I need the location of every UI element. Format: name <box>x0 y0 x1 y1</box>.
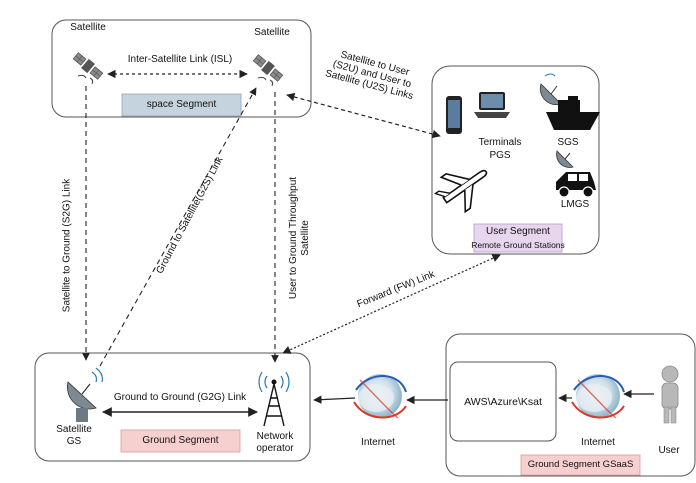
lmgs-label: LMGS <box>560 199 590 210</box>
gsaas-segment-label: Ground Segment GSaaS <box>527 459 634 470</box>
space-segment-label: space Segment <box>146 99 217 110</box>
space-segment-box <box>51 19 312 118</box>
vehicle-icon <box>556 172 596 198</box>
user-segment-label: User Segment <box>486 226 550 237</box>
ship-icon <box>546 96 600 130</box>
space-segment-pill <box>121 93 242 117</box>
satellite-gs-label: Satellite GS <box>56 424 92 448</box>
g2g-label: Ground to Ground (G2G) Link <box>113 392 247 403</box>
cloud-provider-box <box>449 361 557 442</box>
s2g-label: Satellite to Ground (S2G) Link <box>61 178 73 313</box>
gsaas-segment-pill <box>520 454 641 476</box>
throughput-line-1: User to Ground Throughput <box>288 176 299 300</box>
internet-label-right: Internet <box>581 437 615 448</box>
network-operator-label: Network operator <box>256 431 293 455</box>
tower-icon <box>258 371 290 427</box>
airplane-icon <box>433 169 488 214</box>
user-person-icon <box>661 365 679 424</box>
operator-line-2: operator <box>256 443 294 454</box>
dish-icon <box>67 367 103 422</box>
laptop-icon <box>474 92 510 118</box>
phone-icon <box>446 96 462 134</box>
s2u-link <box>286 92 441 139</box>
user-segment-pill <box>473 223 563 253</box>
internet-label-left: Internet <box>361 437 395 448</box>
cloud-provider-label: AWS\Azure\Ksat <box>464 396 542 408</box>
throughput-line-2: Satellite <box>300 220 311 256</box>
globe-icon <box>353 373 407 419</box>
gs-line-2: GS <box>66 436 82 447</box>
throughput-label: User to Ground Throughput Satellite <box>288 163 312 313</box>
isl-label: Inter-Satellite Link (ISL) <box>127 54 233 65</box>
pgs-label: PGS <box>489 150 511 161</box>
user-label: User <box>658 445 680 456</box>
satellite-left-label: Satellite <box>70 22 106 33</box>
sgs-label: SGS <box>557 137 579 148</box>
ground-segment-pill <box>120 429 241 453</box>
dish-icon <box>556 150 574 168</box>
terminals-label: Terminals <box>478 137 522 148</box>
satellite-right-label: Satellite <box>254 27 290 38</box>
gs-line-1: Satellite <box>56 424 92 435</box>
user-segment-sub: Remote Ground Stations <box>471 240 565 250</box>
internet-to-ground-arrow <box>313 395 356 404</box>
ground-segment-box <box>34 352 311 462</box>
operator-line-1: Network <box>256 431 294 442</box>
ground-segment-label: Ground Segment <box>142 435 219 446</box>
g2s-link <box>99 87 257 367</box>
